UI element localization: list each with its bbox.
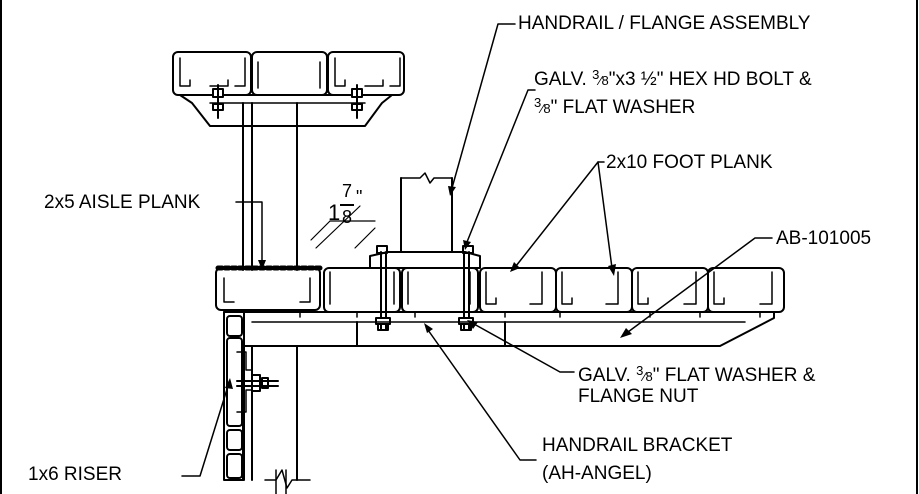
hex-bolt-text-c: " HEX HD BOLT & [656, 69, 812, 90]
label-washer-nut-line1: GALV. 3⁄8" FLAT WASHER & [578, 363, 816, 386]
bolts [375, 251, 474, 331]
label-handrail-flange-assembly: HANDRAIL / FLANGE ASSEMBLY [518, 13, 811, 34]
label-part-number: AB-101005 [776, 228, 872, 249]
handrail-bracket [223, 311, 775, 347]
arrowheads [225, 186, 632, 389]
dimension-numerator: 7 [342, 181, 353, 201]
label-hex-bolt-line1: GALV. 3⁄8"x3 ½" HEX HD BOLT & [534, 67, 812, 90]
upper-bracket [179, 84, 393, 127]
label-bracket-line2: (AH-ANGEL) [542, 463, 652, 484]
hex-bolt-text-b: "x3 [608, 69, 641, 90]
washer-nut-frac-num: 3 [636, 363, 644, 378]
riser [223, 311, 279, 481]
label-bracket-line1: HANDRAIL BRACKET [542, 435, 733, 456]
label-hex-bolt-line2: 3⁄8" FLAT WASHER [534, 95, 696, 118]
dimension-denominator: 8 [342, 207, 353, 227]
hex-bolt-text-a: GALV. [534, 69, 593, 90]
label-riser: 1x6 RISER [28, 464, 122, 485]
leaders [181, 23, 773, 477]
upper-planks [172, 51, 405, 96]
washer-nut-text-a: GALV. [578, 365, 637, 386]
dimension-lines [310, 205, 376, 249]
plank-row [215, 265, 785, 318]
flat-washer-text: " FLAT WASHER [550, 97, 696, 118]
dimension-unit: " [356, 187, 363, 207]
flat-washer-frac-num: 3 [534, 95, 542, 110]
dimension-fraction-bar [340, 204, 354, 206]
hex-bolt-half: ½ [640, 69, 657, 90]
label-foot-plank: 2x10 FOOT PLANK [606, 152, 773, 173]
dimension-whole: 1 [328, 200, 341, 225]
post [242, 102, 311, 494]
label-washer-nut-line2: FLANGE NUT [578, 386, 699, 407]
label-aisle-plank: 2x5 AISLE PLANK [44, 192, 201, 213]
washer-nut-text-b: " FLAT WASHER & [652, 365, 816, 386]
hex-bolt-frac-num: 3 [592, 67, 600, 82]
